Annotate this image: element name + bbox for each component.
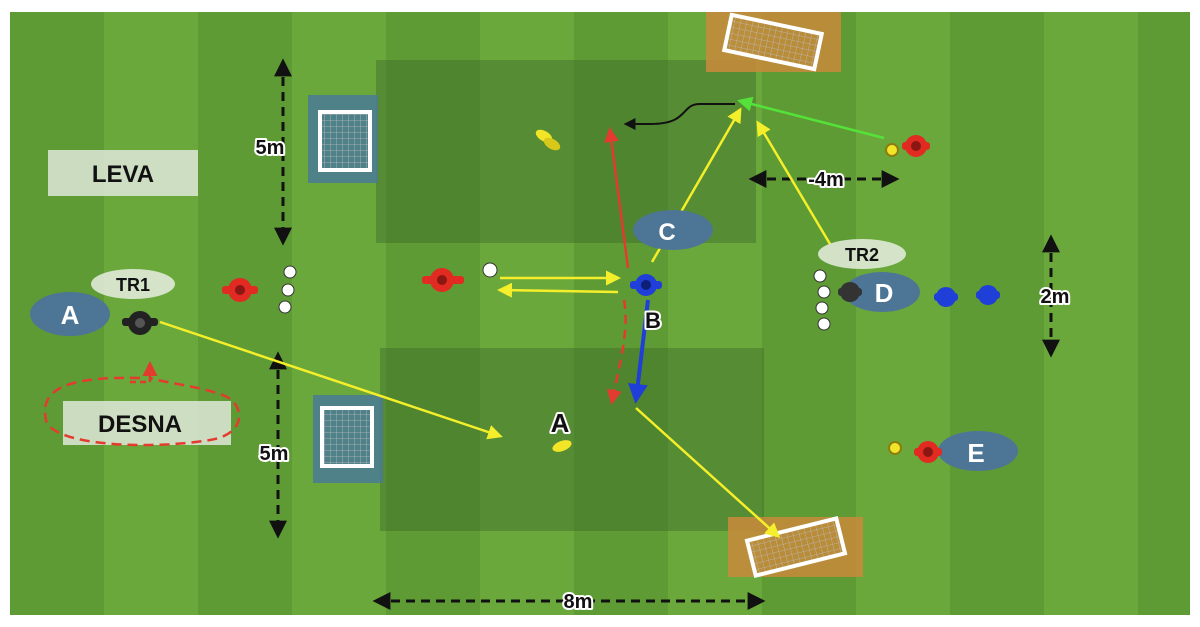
yellow-pass-back xyxy=(497,282,619,298)
blue-run-down xyxy=(627,299,650,404)
distance-top-left: 5m xyxy=(256,137,285,159)
label-bubble-c xyxy=(633,210,713,250)
tr2-bubble xyxy=(818,239,906,269)
yellow-path-tr2-to-top xyxy=(756,120,832,245)
player-red-center xyxy=(422,268,464,292)
player-black-d xyxy=(838,282,862,302)
desna-box xyxy=(63,401,231,445)
leva-box xyxy=(48,150,198,196)
bottom-zone xyxy=(380,348,764,531)
marker-icon-bottom-right xyxy=(888,441,902,455)
player-black-a xyxy=(122,311,158,335)
label-a-center: A xyxy=(551,408,570,438)
desna-label: DESNA xyxy=(98,411,182,438)
cone-icon-top xyxy=(535,129,561,151)
goal-icon-bottom xyxy=(744,515,848,579)
label-e: E xyxy=(967,438,984,468)
goal-icon-top-left xyxy=(318,110,372,172)
label-c: C xyxy=(658,219,675,246)
top-zone xyxy=(376,60,756,243)
goal-icon-top xyxy=(721,12,825,72)
leva-label: LEVA xyxy=(92,161,154,188)
marker-icon-top-right xyxy=(885,143,899,157)
desna-red-arrow xyxy=(130,361,158,384)
green-pass-path xyxy=(737,96,885,140)
red-run-down-dashed xyxy=(606,299,627,405)
player-blue-right-2 xyxy=(976,285,1000,305)
tr1-bubble xyxy=(91,269,175,299)
label-bubble-a-left xyxy=(30,292,110,336)
distance-bottom: 8m xyxy=(564,591,593,613)
goal-icon-bottom-left xyxy=(320,406,374,468)
player-blue-b xyxy=(630,274,662,296)
cone-icon-bottom xyxy=(552,440,572,452)
player-red-e xyxy=(914,441,942,463)
distance-right: -4m xyxy=(808,169,844,191)
label-d: D xyxy=(875,278,894,308)
label-a-left: A xyxy=(61,300,80,330)
player-red-left xyxy=(222,278,258,302)
balls-group-right xyxy=(813,269,831,331)
red-run-up xyxy=(604,127,630,269)
ball-icon-center xyxy=(482,262,498,278)
label-b: B xyxy=(645,308,661,333)
label-bubble-d xyxy=(844,272,920,312)
pitch-grass xyxy=(10,12,1190,615)
tr1-label: TR1 xyxy=(116,275,150,295)
balls-group-left xyxy=(278,265,297,314)
tr2-label: TR2 xyxy=(845,245,879,265)
distance-bottom-left: 5m xyxy=(260,443,289,465)
distance-far-right: 2m xyxy=(1041,286,1070,308)
player-red-top-right xyxy=(902,135,930,157)
yellow-path-to-bottom-goal xyxy=(635,407,781,539)
yellow-path-a-long xyxy=(159,320,503,440)
player-blue-right-1 xyxy=(934,287,958,307)
label-bubble-e xyxy=(938,431,1018,471)
desna-dashed-outline xyxy=(43,376,241,447)
black-run-path xyxy=(623,103,735,130)
